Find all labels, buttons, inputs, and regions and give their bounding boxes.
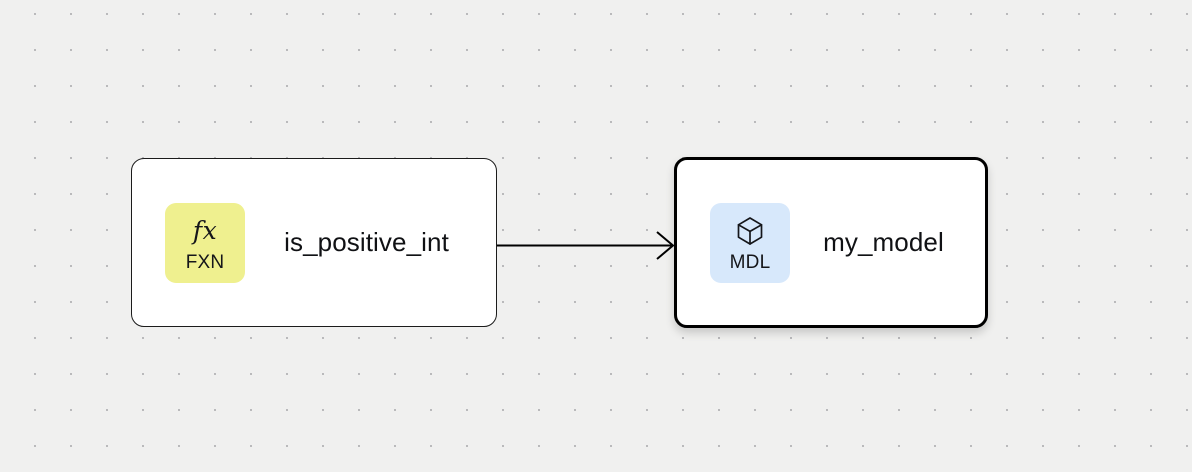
cube-icon bbox=[735, 214, 765, 248]
node-type-badge-mdl: MDL bbox=[710, 202, 790, 283]
function-icon: fx bbox=[192, 216, 218, 245]
node-type-label: FXN bbox=[185, 251, 225, 273]
edge-fxn-to-mdl[interactable] bbox=[497, 231, 675, 260]
node-my-model[interactable]: MDL my_model bbox=[674, 157, 988, 328]
node-title: is_positive_int bbox=[284, 227, 449, 257]
node-type-badge-fxn: fx FXN bbox=[165, 202, 245, 283]
node-title: my_model bbox=[823, 227, 944, 257]
edge-arrowhead-icon bbox=[656, 231, 675, 260]
node-is-positive-int[interactable]: fx FXN is_positive_int bbox=[131, 158, 497, 327]
node-type-label: MDL bbox=[729, 251, 771, 273]
